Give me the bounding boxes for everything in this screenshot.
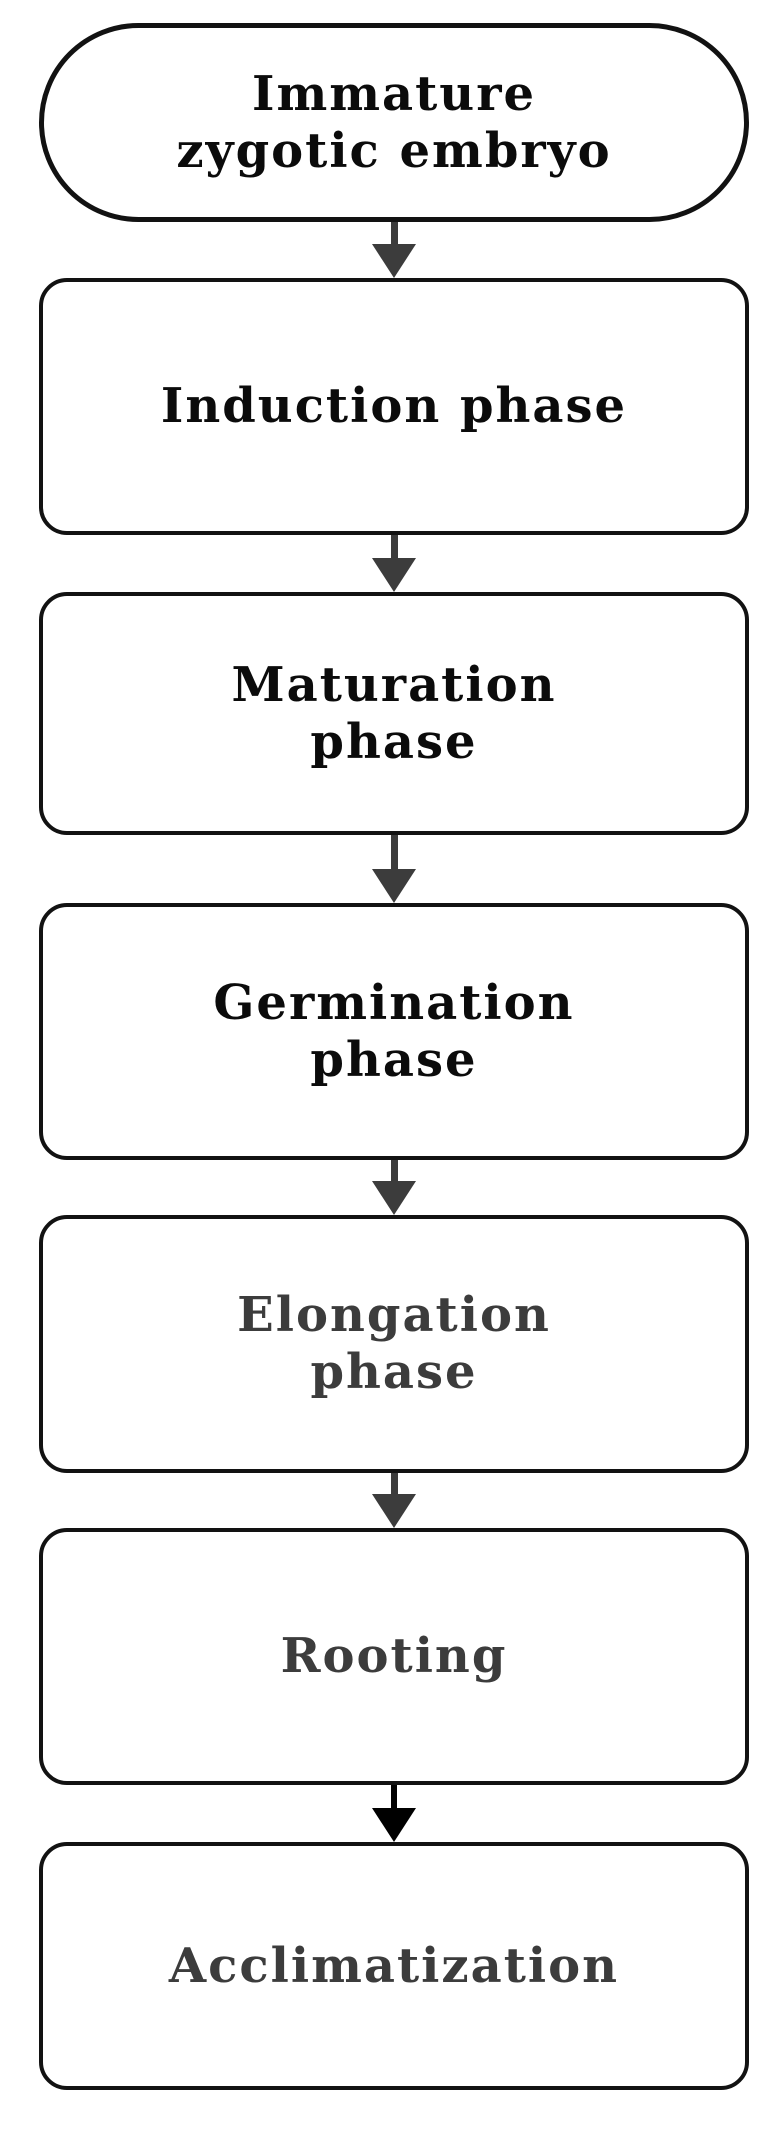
- flow-node-acclimatization: Acclimatization: [39, 1842, 749, 2090]
- arrow-down-icon: [372, 558, 416, 592]
- arrow-shaft: [390, 835, 398, 869]
- node-label-immature-zygotic-embryo: Immature zygotic embryo: [176, 65, 612, 179]
- node-label-elongation-phase: Elongation phase: [237, 1287, 551, 1400]
- node-label-germination-phase: Germination phase: [213, 974, 575, 1088]
- arrow-down-icon: [372, 869, 416, 903]
- node-label-rooting: Rooting: [280, 1628, 508, 1685]
- arrow-shaft: [390, 535, 398, 558]
- flow-node-immature-zygotic-embryo: Immature zygotic embryo: [39, 23, 749, 222]
- arrow-down-icon: [372, 244, 416, 278]
- flow-node-rooting: Rooting: [39, 1528, 749, 1785]
- arrow-shaft: [391, 1785, 397, 1808]
- arrow-shaft: [390, 1160, 398, 1181]
- flow-node-induction-phase: Induction phase: [39, 278, 749, 535]
- arrow-rooting-to-acclimatization: [372, 1785, 416, 1842]
- arrow-shaft: [390, 222, 398, 244]
- arrow-down-icon: [372, 1494, 416, 1528]
- flow-node-germination-phase: Germination phase: [39, 903, 749, 1160]
- arrow-germination-to-elongation: [372, 1160, 416, 1215]
- arrow-induction-to-maturation: [372, 535, 416, 592]
- node-label-induction-phase: Induction phase: [160, 378, 628, 435]
- arrow-start-to-induction: [372, 222, 416, 278]
- arrow-shaft: [390, 1473, 398, 1494]
- arrow-maturation-to-germination: [372, 835, 416, 903]
- arrow-down-icon: [372, 1808, 416, 1842]
- flow-node-maturation-phase: Maturation phase: [39, 592, 749, 835]
- arrow-down-icon: [372, 1181, 416, 1215]
- node-label-acclimatization: Acclimatization: [168, 1937, 620, 1994]
- arrow-elongation-to-rooting: [372, 1473, 416, 1528]
- node-label-maturation-phase: Maturation phase: [231, 656, 557, 770]
- flow-node-elongation-phase: Elongation phase: [39, 1215, 749, 1473]
